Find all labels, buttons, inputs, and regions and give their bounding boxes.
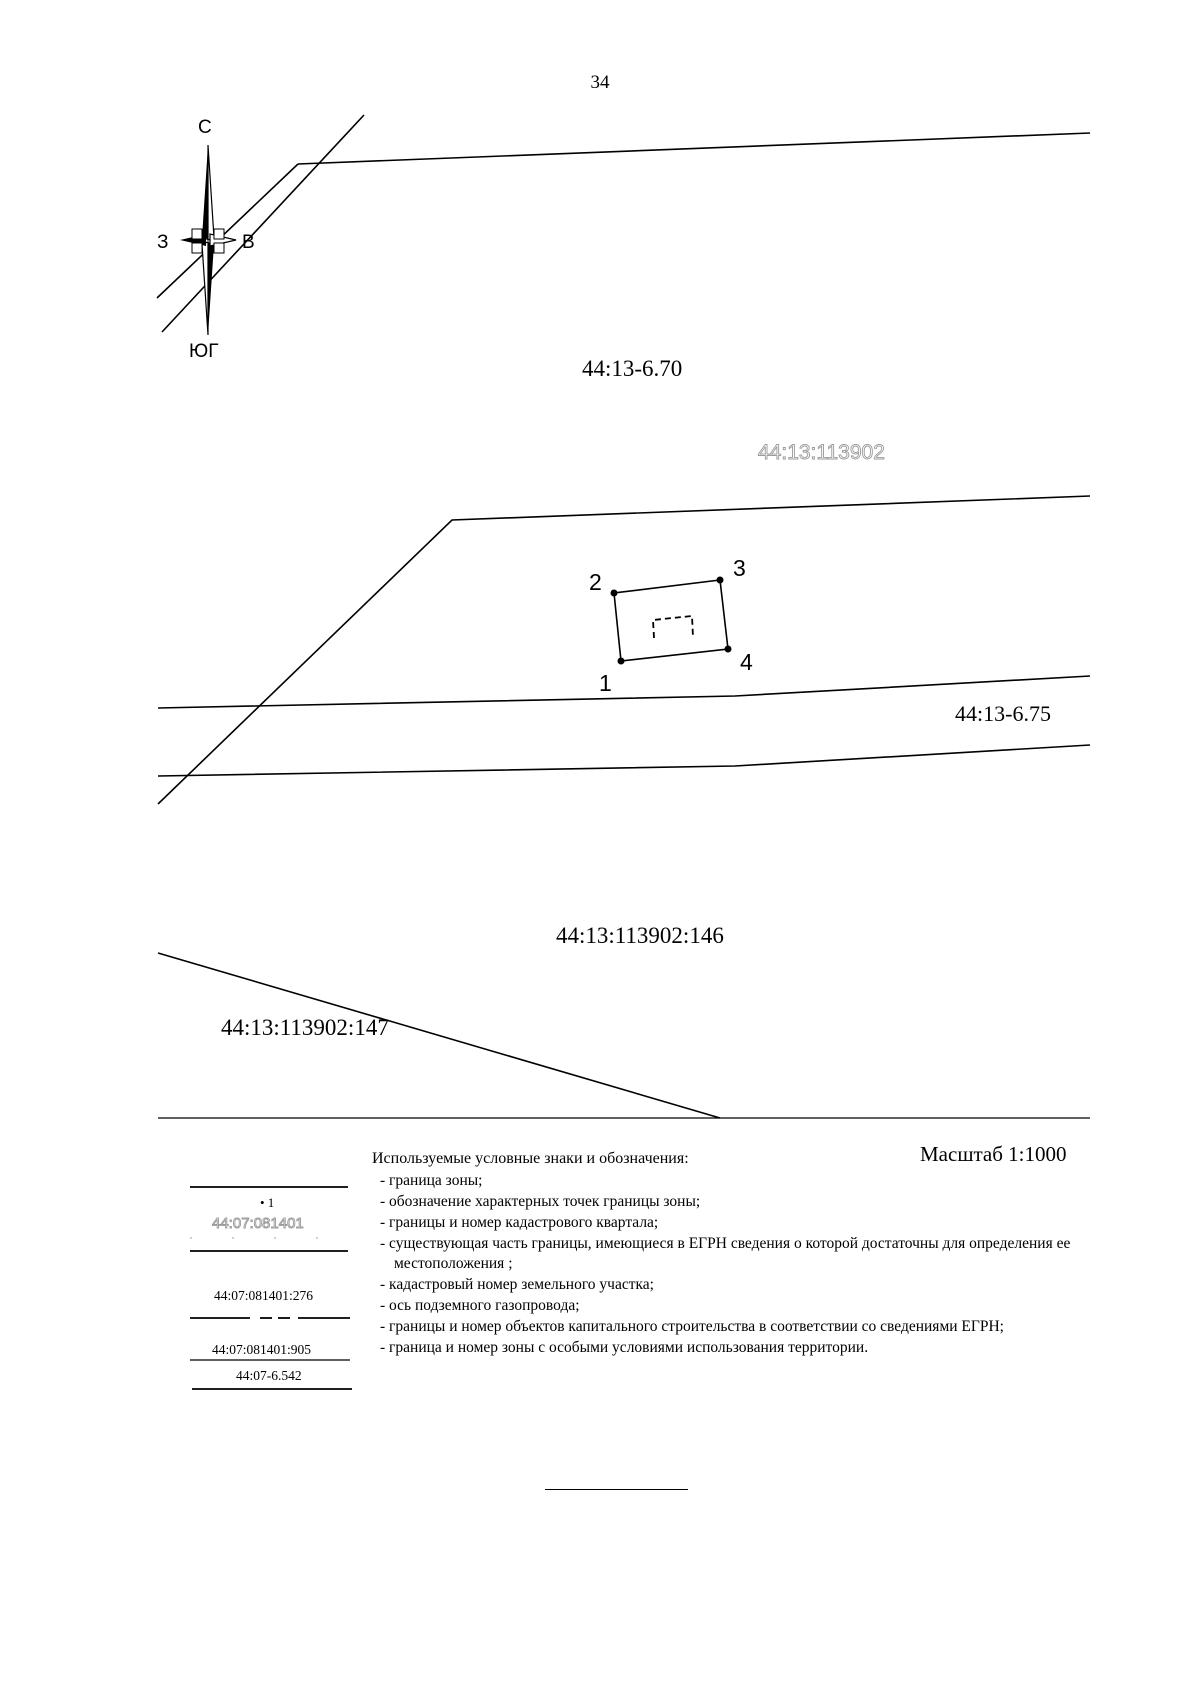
legend-list: - граница зоны; - обозначение характерны…	[380, 1171, 1090, 1359]
legend-item: - обозначение характерных точек границы …	[380, 1193, 701, 1210]
quarter-boundary	[157, 495, 1091, 805]
legend-item: - ось подземного газопровода;	[380, 1297, 580, 1314]
legend-item: - кадастровый номер земельного участка;	[380, 1276, 654, 1293]
boundary-point-2	[610, 589, 618, 597]
gas-pipeline-symbol	[652, 615, 694, 639]
legend-quarter-sample: 44:07:081401	[212, 1215, 304, 1232]
point-label-2: 2	[589, 569, 602, 595]
zone-boundary-top	[156, 114, 1091, 333]
quarter-number-label: 44:13:113902	[758, 441, 885, 464]
legend-item: - границы и номер кадастрового квартала;	[380, 1214, 659, 1231]
legend-building-sample: 44:07:081401:905	[212, 1342, 311, 1357]
boundary-point-3	[716, 576, 724, 584]
legend-item: - граница зоны;	[380, 1172, 483, 1189]
parcel-boundary	[157, 952, 721, 1119]
legend-point-sample: • 1	[260, 1195, 274, 1210]
compass-rose-icon: С З В ЮГ	[157, 117, 255, 362]
compass-east-label: В	[242, 232, 255, 253]
parcel-label-147: 44:13:113902:147	[221, 1015, 389, 1040]
legend-symbols: • 1 44:07:081401 44:07:081401:276 44:07:…	[190, 1186, 352, 1390]
legend-zone-sample: 44:07-6.542	[236, 1368, 302, 1383]
compass-north-label: С	[198, 117, 212, 138]
zone-label-mid: 44:13-6.75	[955, 701, 1051, 726]
compass-south-label: ЮГ	[189, 341, 218, 362]
compass-west-label: З	[157, 232, 168, 253]
point-label-4: 4	[740, 649, 753, 675]
zone-boundary-mid	[157, 675, 1091, 777]
zone-polygon: 1 2 3 4	[589, 555, 753, 696]
legend-title: Используемые условные знаки и обозначени…	[372, 1150, 689, 1167]
page-number: 34	[590, 72, 610, 93]
point-label-3: 3	[733, 555, 746, 581]
legend-item: - существующая часть границы, имеющиеся …	[380, 1235, 1071, 1272]
footnote-separator	[545, 1489, 688, 1490]
legend-item: - граница и номер зоны с особыми условия…	[380, 1339, 869, 1356]
map-scale: Масштаб 1:1000	[920, 1142, 1067, 1166]
legend-parcel-sample: 44:07:081401:276	[214, 1288, 313, 1303]
boundary-point-4	[724, 645, 732, 653]
boundary-point-1	[617, 657, 625, 665]
legend-item: - границы и номер объектов капитального …	[380, 1318, 1004, 1335]
zone-label-top: 44:13-6.70	[582, 356, 682, 381]
point-label-1: 1	[599, 670, 612, 696]
parcel-label-146: 44:13:113902:146	[556, 923, 724, 948]
